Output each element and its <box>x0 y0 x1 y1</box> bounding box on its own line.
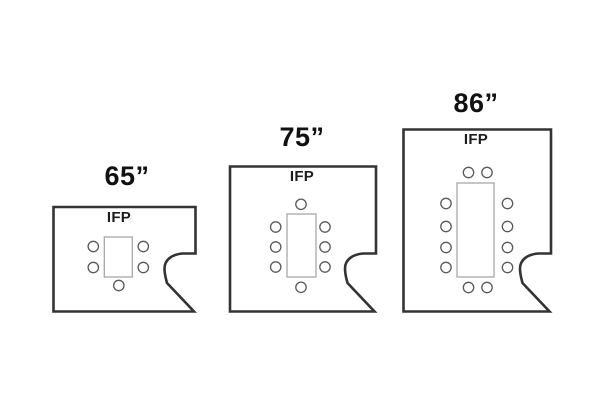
chair-65 <box>87 240 100 253</box>
conference-table-86 <box>456 182 495 278</box>
chair-65 <box>137 261 150 274</box>
chair-75 <box>269 241 282 253</box>
chair-75 <box>319 221 331 233</box>
chair-75 <box>295 198 307 211</box>
room-size-label-75: 75” <box>279 122 325 152</box>
chair-75 <box>319 261 331 273</box>
chair-86 <box>440 261 452 274</box>
chair-86 <box>462 281 475 294</box>
chair-86 <box>440 197 452 210</box>
ifp-panel-label-65: IFP <box>106 209 132 226</box>
chair-86 <box>481 281 493 294</box>
chair-86 <box>481 166 493 179</box>
conference-table-75 <box>286 213 317 278</box>
chair-75 <box>319 241 331 253</box>
chair-65 <box>112 279 125 292</box>
chair-86 <box>440 241 452 254</box>
room-size-label-86: 86” <box>453 88 499 118</box>
chair-75 <box>269 221 282 233</box>
chair-86 <box>501 220 514 233</box>
chair-86 <box>501 197 514 210</box>
chair-65 <box>137 240 150 253</box>
chair-86 <box>501 241 514 254</box>
conference-table-65 <box>103 236 133 278</box>
chair-65 <box>87 261 100 274</box>
chair-75 <box>269 261 282 273</box>
ifp-panel-label-75: IFP <box>289 167 315 185</box>
chair-86 <box>501 261 514 274</box>
chair-75 <box>295 281 307 294</box>
chair-86 <box>440 220 452 233</box>
room-size-label-65: 65” <box>104 161 150 191</box>
chair-86 <box>462 166 475 179</box>
ifp-panel-label-86: IFP <box>463 130 489 148</box>
